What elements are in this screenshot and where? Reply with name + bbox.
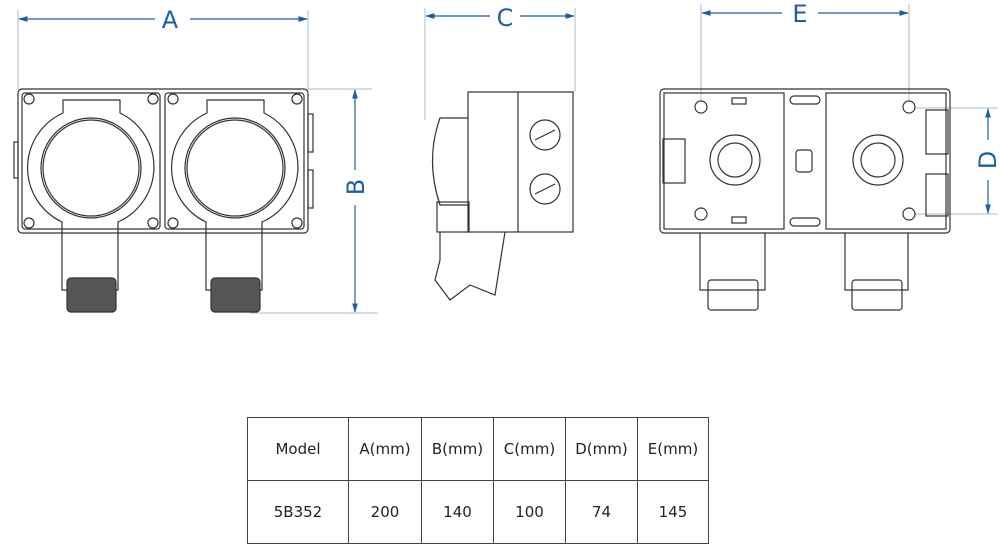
header-d: D(mm) [565, 417, 638, 481]
dimension-lines [18, 10, 991, 313]
dim-label-d: D [974, 151, 1000, 169]
cell-d: 74 [565, 480, 638, 544]
table-header-row: Model A(mm) B(mm) C(mm) D(mm) E(mm) [247, 417, 709, 481]
dim-label-a: A [162, 6, 179, 34]
dim-label-c: C [497, 4, 514, 32]
cell-model: 5B352 [247, 480, 349, 544]
header-a: A(mm) [348, 417, 422, 481]
header-model: Model [247, 417, 349, 481]
screw-holes [23, 93, 303, 229]
extension-lines [17, 4, 998, 314]
front-view [13, 88, 314, 313]
cell-a: 200 [348, 480, 422, 544]
socket-right [170, 99, 299, 313]
table-row: 5B352 200 140 100 74 145 [247, 480, 709, 544]
dimension-table: Model A(mm) B(mm) C(mm) D(mm) E(mm) 5B35… [247, 417, 709, 544]
header-c: C(mm) [493, 417, 566, 481]
rear-view [659, 88, 951, 311]
socket-left [26, 99, 155, 313]
dim-label-e: E [792, 0, 807, 28]
cell-b: 140 [421, 480, 494, 544]
cell-e: 145 [637, 480, 709, 544]
side-view [431, 91, 574, 301]
header-e: E(mm) [637, 417, 709, 481]
header-b: B(mm) [421, 417, 494, 481]
cell-c: 100 [493, 480, 566, 544]
dim-label-b: B [342, 179, 370, 195]
